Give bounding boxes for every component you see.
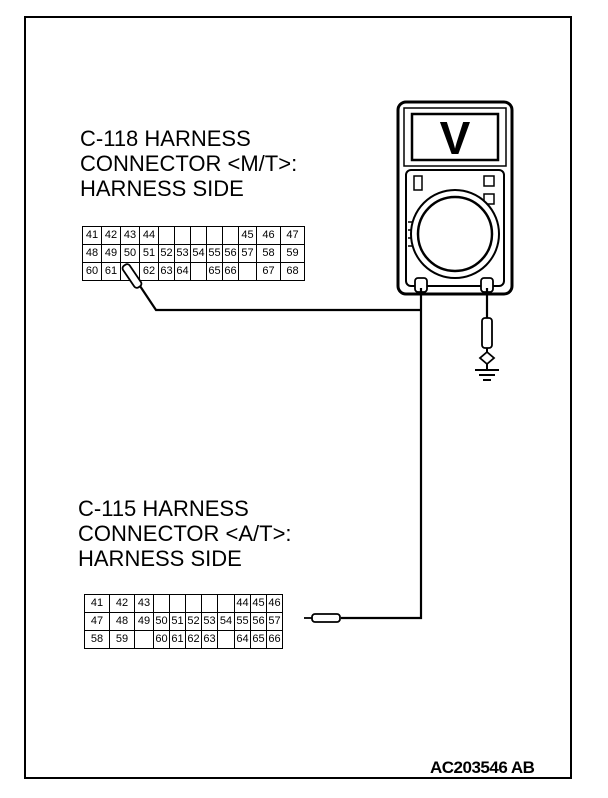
connector-pin: 47 — [281, 227, 305, 245]
connector-pin — [202, 595, 218, 613]
connector-pin: 53 — [175, 245, 191, 263]
connector-pin — [154, 595, 170, 613]
diagram-frame — [24, 16, 572, 779]
connector-pin — [170, 595, 186, 613]
connector-pin: 46 — [257, 227, 281, 245]
connector-pin: 56 — [223, 245, 239, 263]
connector-pin: 55 — [235, 613, 251, 631]
connector-pin — [159, 227, 175, 245]
connector-pin: 48 — [110, 613, 135, 631]
connector-pin — [239, 263, 257, 281]
connector-pin: 50 — [121, 245, 140, 263]
ground-icon — [475, 369, 499, 381]
connector-pin: 57 — [267, 613, 283, 631]
connector-c118-label: C-118 HARNESS CONNECTOR <M/T>: HARNESS S… — [80, 126, 298, 201]
connector-pin: 54 — [191, 245, 207, 263]
connector-pin: 60 — [154, 631, 170, 649]
connector-pin: 68 — [281, 263, 305, 281]
connector-pin: 47 — [85, 613, 110, 631]
connector-pin: 43 — [121, 227, 140, 245]
connector-pin: 64 — [235, 631, 251, 649]
connector-pin: 53 — [202, 613, 218, 631]
connector-pin: 48 — [83, 245, 102, 263]
connector-pin: 44 — [140, 227, 159, 245]
connector-pin: 41 — [85, 595, 110, 613]
connector-pin: 59 — [281, 245, 305, 263]
test-leads — [139, 285, 489, 620]
probe-top — [121, 263, 143, 289]
connector-pin: 60 — [83, 263, 102, 281]
connector-pin: 63 — [159, 263, 175, 281]
connector-pin: 51 — [170, 613, 186, 631]
connector-pin: 52 — [159, 245, 175, 263]
connector-pin: 64 — [175, 263, 191, 281]
connector-pin: 49 — [102, 245, 121, 263]
connector-pin: 44 — [235, 595, 251, 613]
connector-pin: 65 — [251, 631, 267, 649]
connector-pin: 54 — [218, 613, 235, 631]
connector-pin — [191, 263, 207, 281]
connector-pin: 61 — [102, 263, 121, 281]
connector-pin: 45 — [239, 227, 257, 245]
connector-pin: 65 — [207, 263, 223, 281]
connector-pin: 62 — [140, 263, 159, 281]
ground-probe — [478, 317, 496, 370]
connector-pin: 41 — [83, 227, 102, 245]
connector-pin — [175, 227, 191, 245]
connector-pin: 66 — [223, 263, 239, 281]
connector-pin: 61 — [170, 631, 186, 649]
connector-pin: 63 — [202, 631, 218, 649]
connector-pin: 52 — [186, 613, 202, 631]
connector-pin: 51 — [140, 245, 159, 263]
connector-pin: 42 — [110, 595, 135, 613]
connector-pin: 62 — [186, 631, 202, 649]
connector-pin: 42 — [102, 227, 121, 245]
connector-pin: 58 — [257, 245, 281, 263]
connector-pin: 66 — [267, 631, 283, 649]
meter-display — [410, 112, 500, 162]
connector-pin — [218, 595, 235, 613]
meter-display-symbol: V — [440, 112, 471, 164]
connector-pin: 55 — [207, 245, 223, 263]
connector-pin — [135, 631, 154, 649]
connector-pin: 56 — [251, 613, 267, 631]
connector-pin: 67 — [257, 263, 281, 281]
connector-pin: 43 — [135, 595, 154, 613]
connector-pin: 57 — [239, 245, 257, 263]
connector-pin: 49 — [135, 613, 154, 631]
connector-pin: 59 — [110, 631, 135, 649]
figure-reference: AC203546 AB — [430, 758, 535, 777]
connector-pin: 46 — [267, 595, 283, 613]
connector-pin — [218, 631, 235, 649]
connector-pin — [223, 227, 239, 245]
connector-pin — [191, 227, 207, 245]
connector-pin: 50 — [154, 613, 170, 631]
connector-pin — [207, 227, 223, 245]
multimeter: V — [396, 100, 514, 296]
connector-pin: 58 — [85, 631, 110, 649]
connector-pin: 45 — [251, 595, 267, 613]
probe-bottom — [304, 613, 341, 623]
connector-c115-label: C-115 HARNESS CONNECTOR <A/T>: HARNESS S… — [78, 496, 292, 571]
connector-pin — [186, 595, 202, 613]
